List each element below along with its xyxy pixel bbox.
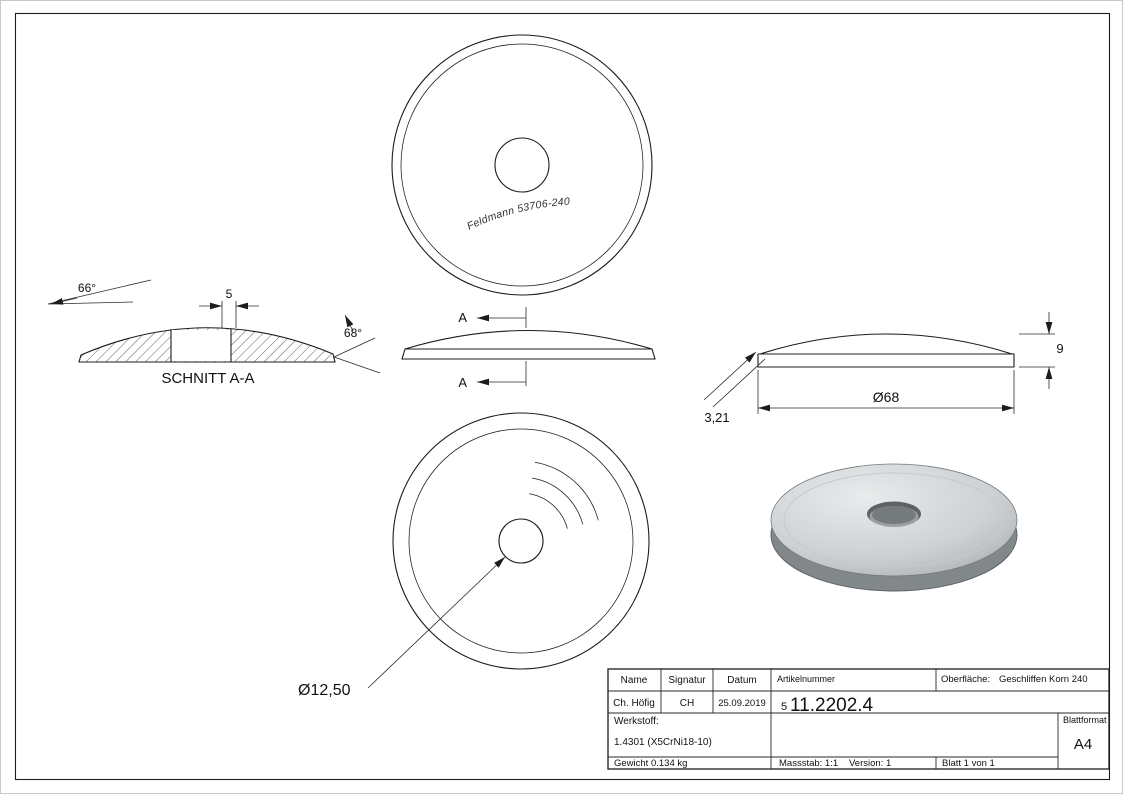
tb-article-label: Artikelnummer [777, 674, 835, 684]
bottom-view-arc-1 [529, 493, 568, 529]
front-base-band [401, 348, 656, 360]
bottom-view-arc-2 [532, 477, 584, 525]
dim68-ray-upper [333, 337, 376, 358]
top-view-outer-circle [391, 34, 653, 296]
section-hole-gap [171, 330, 231, 361]
bottom-view-outer-circle [392, 412, 650, 670]
tb-surface-value: Geschliffen Korn 240 [999, 674, 1088, 685]
dim1250-leader [367, 556, 506, 689]
title-block: Name Signatur Datum Ch. Höfig CH 25.09.2… [607, 668, 1110, 770]
dim66-ray-lower [47, 301, 134, 305]
bottom-view-hole-circle [498, 518, 544, 564]
tb-date-label: Datum [727, 675, 756, 686]
dim-hole-label: Ø12,50 [298, 682, 351, 699]
dim321-leader-1 [703, 351, 757, 401]
engraving-text: Feldmann 53706-240 [465, 196, 570, 233]
iso-view [770, 463, 1018, 592]
iso-hole-inner [872, 506, 916, 524]
tb-name-label: Name [621, 675, 648, 686]
bottom-view-arc-3 [534, 461, 599, 521]
top-view-hole-circle [494, 137, 550, 193]
front-view: A A [401, 307, 656, 390]
tb-name-value: Ch. Höfig [613, 698, 655, 709]
front-dome-arc [404, 329, 653, 350]
drawing-frame [14, 12, 1111, 781]
title-block-border [607, 668, 1110, 770]
dim-diameter-label: Ø68 [873, 389, 900, 405]
tb-scale-text: Massstab: 1:1 [779, 758, 838, 769]
dim-angle-right-label: 68° [344, 326, 362, 340]
dim68-arrow [344, 314, 354, 332]
side-view: 9 Ø68 3,21 [703, 312, 1064, 425]
tb-signature-label: Signatur [668, 675, 706, 686]
section-view: 5 66° 68° SCHNITT A-A [47, 279, 381, 387]
tb-date-value: 25.09.2019 [718, 698, 766, 709]
tb-article-number: 11.2202.4 [790, 695, 874, 716]
tb-signature-value: CH [680, 698, 694, 709]
tb-surface-label: Oberfläche: [941, 674, 990, 685]
section-label: SCHNITT A-A [161, 370, 254, 387]
tb-sheet-text: Blatt 1 von 1 [942, 758, 995, 769]
dim-height-label: 9 [1056, 341, 1063, 356]
dim68-ray-lower [333, 356, 381, 374]
dim-chamfer-label: 3,21 [704, 410, 729, 425]
dim321-leader-2 [712, 358, 766, 408]
iso-facet-ring [783, 472, 1005, 568]
tb-material-value: 1.4301 (X5CrNi18-10) [614, 737, 712, 748]
top-view-rim-circle [400, 43, 644, 287]
tb-article-prefix: 5 [781, 701, 787, 713]
tb-weight-text: Gewicht 0.134 kg [614, 758, 687, 769]
top-view: Feldmann 53706-240 [391, 34, 653, 296]
side-dome-arc [759, 333, 1013, 355]
dim-angle-left-label: 66° [78, 281, 96, 295]
tb-version-text: Version: 1 [849, 758, 891, 769]
bottom-view-rim-circle [408, 428, 634, 654]
side-base-band [757, 353, 1015, 368]
dim66-arrow [50, 297, 78, 305]
section-marker-bottom-label: A [458, 375, 467, 390]
tb-format-value: A4 [1074, 736, 1092, 753]
dim66-ray-upper [47, 279, 152, 305]
section-marker-top-label: A [458, 310, 467, 325]
tb-material-label: Werkstoff: [614, 716, 659, 727]
tb-format-label: Blattformat [1063, 715, 1107, 725]
bottom-view: Ø12,50 [298, 412, 650, 699]
dim-width-label: 5 [226, 287, 233, 301]
